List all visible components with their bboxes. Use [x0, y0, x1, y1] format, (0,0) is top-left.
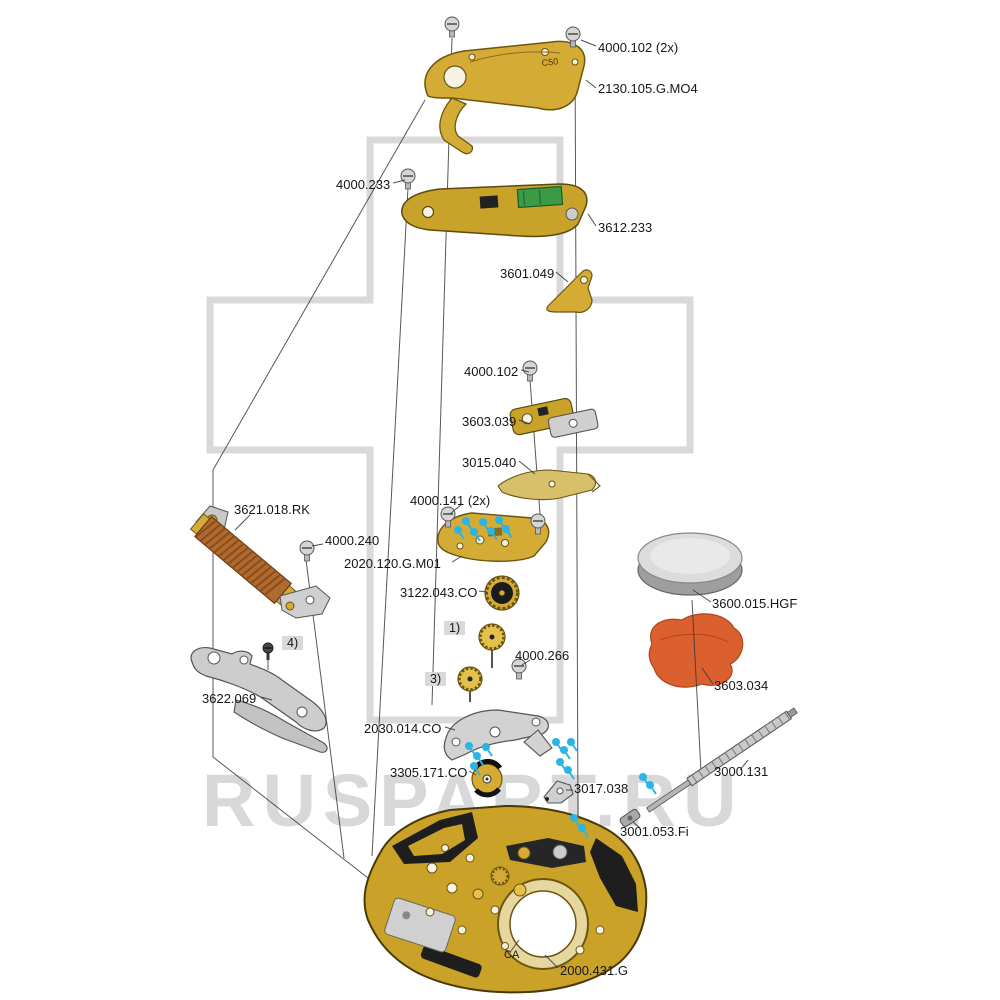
- pointer-lines: [234, 39, 749, 969]
- oil-dots-detent: [551, 737, 578, 780]
- label-screws-train: 4000.141 (2x): [410, 493, 491, 508]
- screw-note4-part: [262, 642, 274, 660]
- label-setting-parts: 3603.039: [462, 414, 517, 429]
- main-plate-part: [363, 804, 648, 994]
- label-center-bridge: 2030.014.CO: [364, 721, 442, 736]
- battery-axis-line: [691, 599, 702, 773]
- label-fitting: 3001.053.Fi: [620, 824, 689, 839]
- detent-part: [543, 780, 574, 804]
- label-contact: 3601.049: [500, 266, 555, 281]
- label-note-4: 4): [282, 636, 304, 650]
- label-lever: 3015.040: [462, 455, 517, 470]
- label-screws-top: 4000.102 (2x): [598, 40, 679, 55]
- wheel-note1-part: [478, 623, 506, 668]
- setting-parts-part: [509, 397, 599, 438]
- label-detent: 3017.038: [574, 781, 629, 796]
- insulator-part: [648, 613, 744, 688]
- label-main-plate: 2000.431.G: [560, 963, 628, 978]
- label-coil: 3621.018.RK: [234, 502, 310, 517]
- stem-part: [646, 707, 798, 813]
- screw-top-left-part: [444, 16, 460, 38]
- label-train-bridge: 2020.120.G.M01: [344, 556, 441, 571]
- label-cover-plate: 2130.105.G.MO4: [598, 81, 698, 96]
- lever-assembly-part: [190, 647, 328, 753]
- label-insulator: 3603.034: [714, 678, 769, 693]
- oil-dots-stem: [638, 772, 657, 795]
- fitting-part: [619, 808, 641, 828]
- label-battery: 3600.015.HGF: [712, 596, 798, 611]
- label-rotor: 3305.171.CO: [390, 765, 468, 780]
- label-screw-module: 4000.233: [336, 177, 391, 192]
- label-note-1: 1): [444, 621, 466, 635]
- label-screw-coil: 4000.240: [325, 533, 380, 548]
- label-ca: CA: [504, 949, 520, 961]
- screw-module-part: [400, 168, 416, 190]
- label-lever2: 3622.069: [202, 691, 257, 706]
- coil-part: [189, 505, 331, 619]
- plate-marking-text: C50: [541, 56, 558, 68]
- cover-plate-part: C50: [424, 40, 586, 155]
- guide-lines: [212, 37, 579, 879]
- wheel-a-part: [484, 575, 520, 611]
- lever-part: [497, 469, 601, 501]
- label-screw-center: 4000.266: [515, 648, 570, 663]
- circuit-module-part: [401, 183, 588, 238]
- label-stem: 3000.131: [714, 764, 769, 779]
- label-screw-mid: 4000.102: [464, 364, 519, 379]
- contact-spring-part: [546, 269, 593, 313]
- battery-part: [637, 532, 743, 596]
- label-wheel-a: 3122.043.CO: [400, 585, 478, 600]
- label-module: 3612.233: [598, 220, 653, 235]
- train-bridge-part: [437, 512, 550, 562]
- wheel-note3-part: [457, 666, 483, 702]
- screw-coil-part: [299, 540, 315, 562]
- label-note-3: 3): [425, 672, 447, 686]
